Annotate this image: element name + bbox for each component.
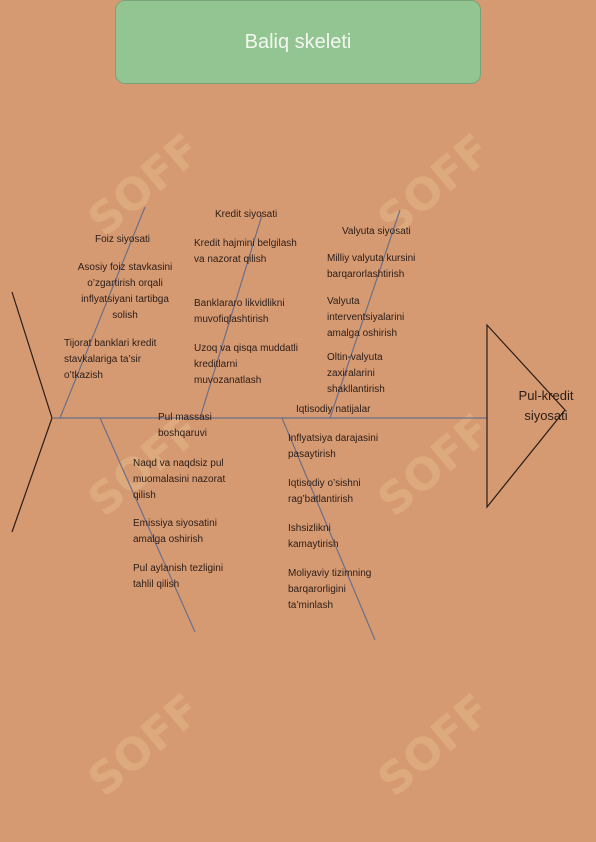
branch-item-pul-1: Naqd va naqdsiz pul muomalasini nazorat … — [133, 458, 226, 501]
head-label: Pul-kredit siyosati — [518, 388, 574, 423]
branch-item-pul-2: Emissiya siyosatini amalga oshirish — [133, 518, 217, 545]
branch-header-foiz: Foiz siyosati — [95, 234, 151, 245]
branch-item-iqtisodiy-3: Ishsizlikni kamaytirish — [288, 523, 339, 550]
branch-item-valyuta-2: Valyuta interventsiyalarini amalga oshir… — [327, 296, 405, 339]
branch-item-foiz-2: Tijorat banklari kredit stavkalariga ta’… — [64, 338, 157, 381]
bone-foiz — [59, 206, 146, 419]
branch-header-valyuta: Valyuta siyosati — [342, 226, 411, 237]
branch-item-valyuta-3: Oltin-valyuta zaxiralarini shakllantiris… — [327, 352, 385, 395]
bone-pul — [99, 417, 196, 633]
branch-item-valyuta-1: Milliy valyuta kursini barqarorlashtiris… — [327, 253, 416, 280]
branch-header-kredit: Kredit siyosati — [215, 209, 278, 220]
tail-upper-line — [11, 291, 53, 419]
head-triangle — [486, 323, 566, 509]
branch-header-iqtisodiy: Iqtisodiy natijalar — [296, 404, 371, 415]
branch-item-iqtisodiy-1: Inflyatsiya darajasini pasaytirish — [288, 433, 379, 460]
branch-item-kredit-2: Banklararo likvidlikni muvofiqlashtirish — [194, 298, 285, 325]
branch-item-pul-3: Pul aylanish tezligini tahlil qilish — [133, 563, 224, 590]
branch-item-kredit-3: Uzoq va qisqa muddatli kreditlarni muvoz… — [194, 343, 298, 386]
branch-header-pul: Pul massasi boshqaruvi — [158, 412, 212, 439]
diagram-title-box: Baliq skeleti — [115, 0, 481, 84]
branch-item-iqtisodiy-4: Moliyaviy tizimning barqarorligini ta’mi… — [288, 568, 372, 611]
diagram-title: Baliq skeleti — [244, 30, 352, 53]
branch-item-kredit-1: Kredit hajmini belgilash va nazorat qili… — [194, 238, 297, 265]
branch-item-iqtisodiy-2: Iqtisodiy o’sishni rag’batlantirish — [288, 478, 361, 505]
branch-item-foiz-1: Asosiy foiz stavkasini o’zgartirish orqa… — [77, 262, 173, 321]
bone-kredit — [199, 214, 263, 419]
tail-lower-line — [11, 417, 53, 533]
bone-iqtisodiy — [281, 417, 376, 641]
bone-valyuta — [329, 209, 401, 419]
